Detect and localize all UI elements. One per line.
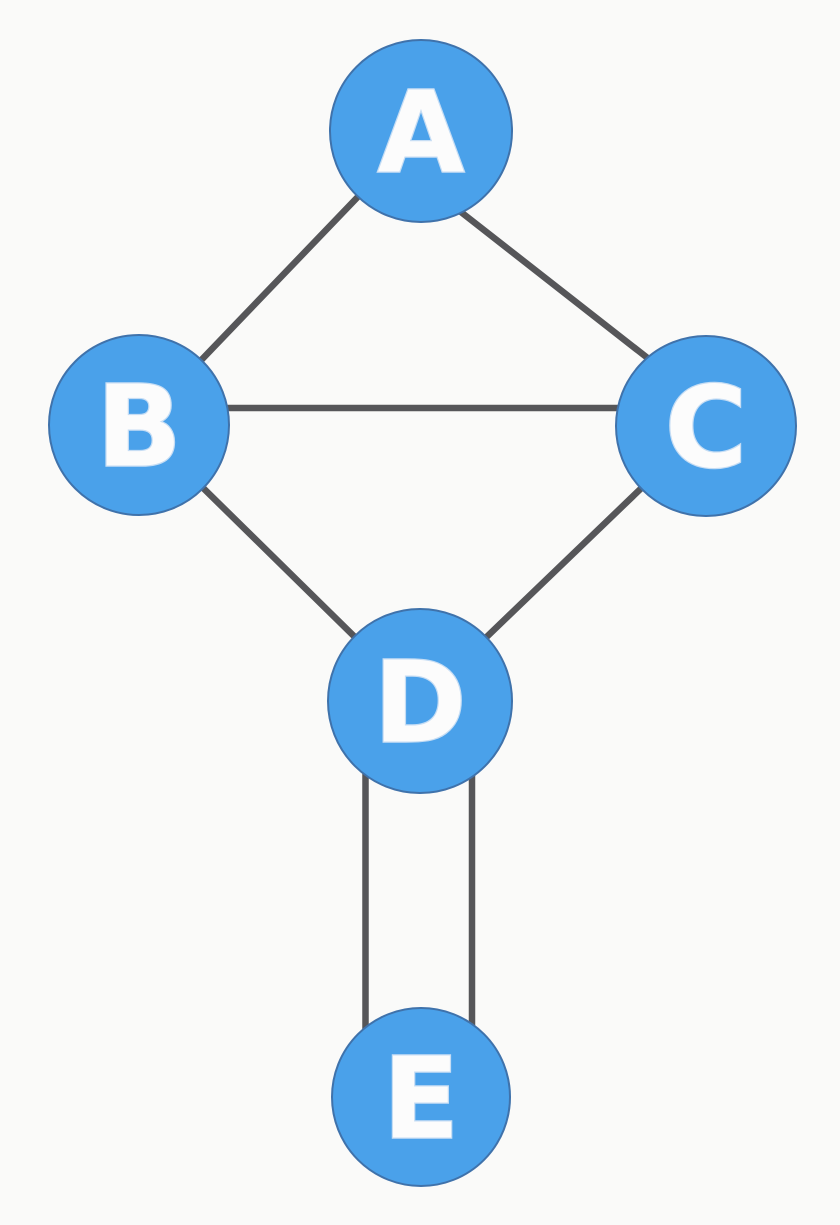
node-B: B (48, 334, 230, 516)
node-label-C: C (665, 363, 747, 493)
node-label-A: A (378, 68, 465, 198)
node-circle-A (329, 39, 513, 223)
node-circle-B (48, 334, 230, 516)
node-label-B: B (96, 362, 181, 492)
node-label-D: D (374, 638, 467, 768)
node-circle-D (327, 608, 513, 794)
node-C: C (615, 335, 797, 517)
node-A: A (329, 39, 513, 223)
node-E: E (331, 1007, 511, 1187)
nodes-layer: A B C D E (48, 39, 797, 1187)
node-D: D (327, 608, 513, 794)
node-circle-C (615, 335, 797, 517)
node-label-E: E (383, 1034, 460, 1164)
node-circle-E (331, 1007, 511, 1187)
